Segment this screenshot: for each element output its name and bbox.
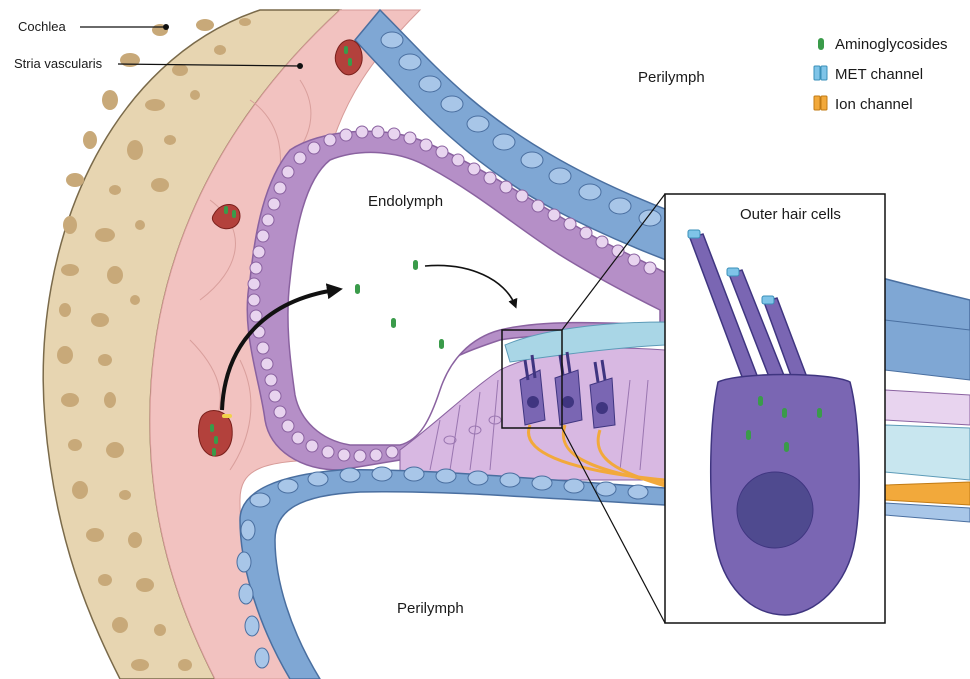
label-perilymph-top: Perilymph [638,69,705,86]
legend-ion-channel-label: Ion channel [835,96,913,113]
label-outer-hair-cells: Outer hair cells [740,206,841,223]
met-channel-icon [814,66,827,80]
legend-aminoglycosides-label: Aminoglycosides [835,36,948,53]
blood-vessel-3 [198,411,232,457]
right-nerve [885,482,970,505]
legend-met-channel-label: MET channel [835,66,923,83]
label-perilymph-bottom: Perilymph [397,600,464,617]
aminoglycoside-icon [818,38,824,50]
right-lower-membrane [885,503,970,522]
label-stria-vascularis: Stria vascularis [14,56,102,71]
blood-vessel-1 [335,40,362,75]
ion-channel-icon [814,96,827,110]
label-cochlea: Cochlea [18,19,66,34]
label-endolymph: Endolymph [368,193,443,210]
hair-cell-nucleus [737,472,813,548]
right-epithelium [885,390,970,425]
right-membrane [885,320,970,380]
right-tectorial [885,425,970,480]
